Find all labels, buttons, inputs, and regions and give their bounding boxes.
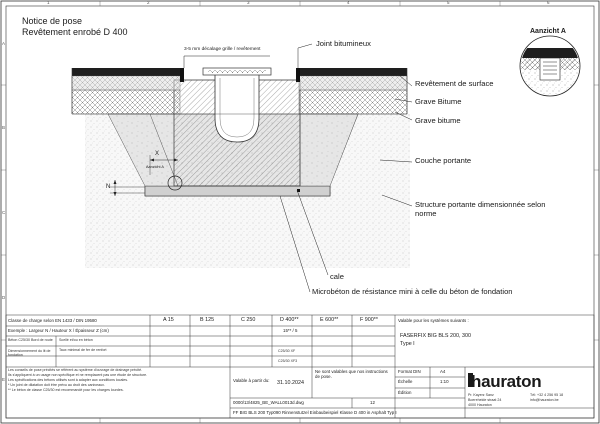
load-class-a15: A 15: [163, 317, 174, 323]
foundation-slab: [144, 185, 331, 197]
sheet-number: 12: [370, 400, 375, 405]
bottom-caption: FF BIG BLS 200 Typ090 Rinnenstutzel Einb…: [233, 410, 397, 415]
callout-revetement: Revêtement de surface: [415, 79, 494, 88]
view-a-detail: [519, 35, 581, 97]
ruler-col-2: 2: [147, 0, 150, 5]
callout-grave-bitume-1: Grave Bitume: [415, 97, 462, 106]
detail-circle: [167, 175, 183, 191]
ruler-col-4: 4: [347, 0, 350, 5]
note-4: * Un joint de dilatation doit être prévu…: [8, 383, 105, 387]
company-email: info@hauraton.be: [530, 398, 559, 402]
ruler-row-e: E: [2, 377, 6, 382]
note-3: Les spécifications des bétons utilisés s…: [8, 378, 129, 382]
dim-aanzicht-label: Aanzicht A: [146, 165, 164, 169]
row-example-label: Exemple : Largeur N / Hauteur X / Épaiss…: [8, 328, 109, 333]
instructions-note: Ne sont valables que nos instructions de…: [315, 369, 388, 380]
callout-grave-bitume-2: Grave bitume: [415, 116, 461, 125]
valid-from-date: 31.10.2024: [277, 380, 304, 386]
ruler-col-6: 6: [547, 0, 550, 5]
format-label: Format DIN: [398, 369, 421, 374]
file-name: 0000/13/4825_BE_WALL0013d.dwg: [233, 400, 304, 405]
address-line-3: 4000 Hauraton: [468, 403, 492, 407]
callout-joint-gap: 3-5 mm décalage grille / revêtement: [184, 47, 261, 52]
address-line-1: Pr. Kayerz Sanz: [468, 393, 494, 397]
ruler-col-3: 3: [247, 0, 250, 5]
system-type: Type I: [400, 341, 415, 347]
row4-desc: Taux minimal de fer de renfort: [59, 348, 107, 352]
cross-section: [71, 67, 410, 268]
applicable-label: Valable pour les systèmes suivants :: [398, 318, 469, 323]
channel-profile: [214, 73, 260, 143]
row3-desc: Scellé et/ou en béton: [59, 338, 93, 342]
load-class-b125: B 125: [200, 317, 215, 323]
view-a-label: Aanzicht A: [530, 28, 566, 35]
dim-n-label: N: [106, 184, 111, 190]
edition-label: Édition: [398, 390, 412, 395]
valid-from-label: Valable à partir du:: [233, 378, 270, 383]
logo-mark: [468, 373, 473, 387]
asphalt-surface-left: [72, 68, 180, 76]
callout-microbeton: Microbéton de résistance mini à celle du…: [312, 287, 513, 296]
ruler-row-d: D: [2, 295, 6, 300]
ruler-row-a: A: [2, 41, 6, 46]
load-class-f900: F 900**: [360, 317, 378, 323]
title-block-grid: [5, 314, 595, 419]
callout-structure-portante: Structure portante dimensionnée selon no…: [415, 200, 546, 218]
ruler-col-1: 1: [47, 0, 50, 5]
system-name: FASERFIX BIG BLS 200, 300: [400, 333, 472, 339]
asphalt-surface-right: [299, 68, 407, 76]
load-class-e600: E 600**: [320, 317, 339, 323]
ruler-col-5: 5: [447, 0, 450, 5]
dim-x-label: X: [155, 151, 160, 157]
callout-cale: cale: [330, 272, 344, 281]
address-line-2: Boereheide straat 24: [468, 398, 502, 402]
company-logo: hauraton: [471, 372, 542, 391]
note-5: ** Le béton de classe C25/30 est recomma…: [8, 388, 124, 392]
row3-note: Béton C25/30 Bord de route: [8, 338, 53, 342]
leader-lines: [183, 43, 413, 293]
row5-d400: C25/30 XF3: [278, 359, 298, 363]
row-load-class-label: Classe de charge selon EN 1433 / DIN 195…: [8, 318, 97, 323]
ruler-row-b: B: [2, 125, 6, 130]
row4-note: Dimensionnement du lit de fondation: [8, 349, 51, 358]
ruler-row-c: C: [2, 210, 6, 215]
company-tel: Tél: +32 4 256 95 18: [530, 393, 564, 397]
row-example-d400: 15** / 5: [283, 328, 298, 333]
row4-d400: C25/30 XF: [278, 349, 296, 353]
format-value: A4: [440, 369, 446, 374]
drawing-subtitle: Revêtement enrobé D 400: [22, 27, 128, 37]
load-class-d400: D 400**: [280, 317, 299, 323]
load-class-c250: C 250: [241, 317, 256, 323]
scale-value: 1:10: [440, 379, 449, 384]
scale-label: Échelle: [398, 379, 413, 384]
drawing-title: Notice de pose: [22, 16, 83, 26]
callout-couche-portante: Couche portante: [415, 156, 472, 165]
note-1: Les conseils de pose précités se réfèren…: [8, 368, 143, 372]
callout-joint-bitumineux: Joint bitumineux: [316, 39, 371, 48]
note-2: Ils s'appliquent à un usage non spécifiq…: [8, 373, 148, 377]
